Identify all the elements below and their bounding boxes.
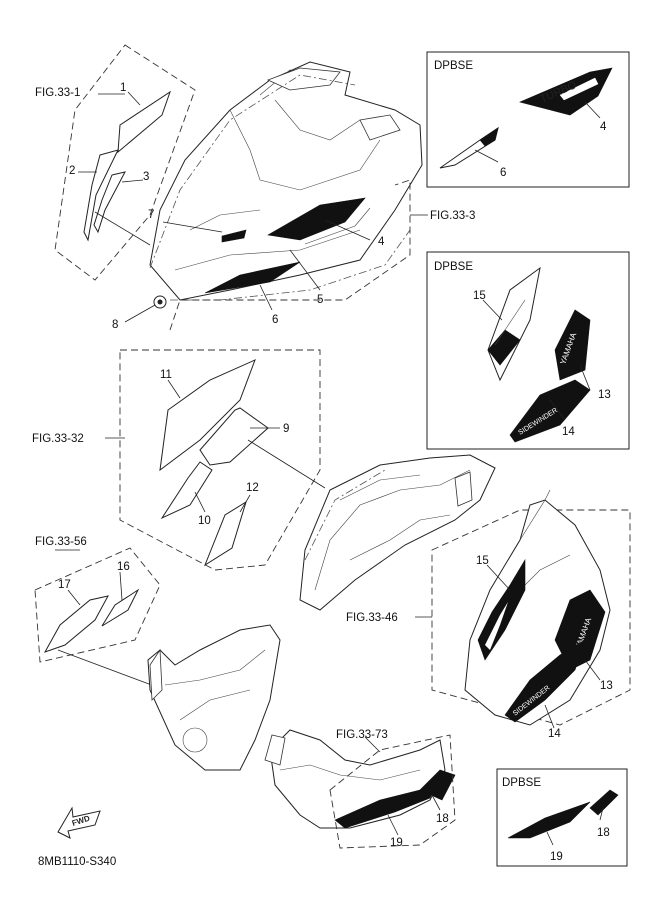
callout-18: 18 [436, 813, 449, 825]
fig-33-56-ref: FIG.33-56 [35, 536, 87, 548]
callout-10: 10 [198, 515, 211, 527]
decal-17 [43, 595, 109, 653]
decal-15-on-cowl [477, 558, 526, 661]
decal-1 [117, 90, 171, 154]
decal-6-on-hood [204, 261, 301, 294]
callout-7: 7 [148, 209, 154, 221]
fig-33-46-ref: FIG.33-46 [346, 612, 398, 624]
box1-callout-6: 6 [500, 167, 506, 179]
decal-7-on-hood [221, 229, 247, 243]
decal-18-on-belly [419, 769, 456, 801]
decal-11 [159, 359, 256, 472]
fwd-arrow-icon: FWD [57, 806, 101, 839]
callout-19: 19 [390, 837, 403, 849]
decal-15-dpbse [487, 266, 541, 382]
callout-1: 1 [120, 82, 126, 94]
drawing-code: 8MB1110-S340 [38, 856, 116, 868]
decal-16 [101, 588, 140, 627]
box2-callout-15: 15 [473, 290, 486, 302]
callout-4: 4 [378, 236, 385, 248]
box2-callout-13: 13 [598, 389, 611, 401]
lower-front-panel [147, 624, 281, 771]
box3-callout-19: 19 [550, 851, 563, 863]
group-fig-33-73: FIG.33-73 18 19 [264, 729, 456, 849]
fig-33-3-ref: FIG.33-3 [430, 210, 475, 222]
decal-14-on-cowl [504, 639, 586, 723]
decal-12 [203, 500, 247, 567]
decal-4-dpbse [519, 67, 613, 116]
fig-33-32-ref: FIG.33-32 [32, 433, 84, 445]
callout-5: 5 [317, 294, 323, 306]
box3-callout-18: 18 [597, 827, 610, 839]
decal-19-dpbse [507, 801, 591, 839]
group-fig-33-56: FIG.33-56 17 16 [34, 536, 166, 691]
callout-11: 11 [160, 369, 172, 381]
callout-13: 13 [600, 680, 613, 692]
fig-33-73-ref: FIG.33-73 [336, 729, 388, 741]
callout-2: 2 [69, 165, 75, 177]
fig-33-1-ref: FIG.33-1 [35, 87, 80, 99]
callout-16: 16 [117, 561, 130, 573]
group-fig-33-32: FIG.33-32 11 9 10 12 [32, 349, 326, 571]
callout-6: 6 [272, 314, 278, 326]
variant-box-3-title: DPBSE [502, 777, 541, 789]
variant-box-3: DPBSE 18 19 [496, 768, 628, 867]
callout-9: 9 [283, 423, 289, 435]
group-fig-33-46: FIG.33-46 YAMAHA SIDEWINDER 15 13 14 [346, 489, 631, 740]
variant-box-2-title: DPBSE [434, 261, 473, 273]
callout-15: 15 [476, 555, 489, 567]
decal-13-dpbse [554, 309, 591, 381]
decal-2 [83, 149, 119, 242]
decal-10 [160, 461, 213, 520]
group-fig-33-3: FIG.33-3 4 5 6 7 8 [112, 179, 475, 331]
box2-callout-14: 14 [562, 426, 575, 438]
callout-8: 8 [112, 319, 118, 331]
callout-3: 3 [143, 171, 149, 183]
callout-17: 17 [58, 579, 71, 591]
group-fig-33-1: FIG.33-1 1 2 3 [35, 44, 196, 281]
decal-3 [93, 171, 126, 234]
upper-hood-assembly [149, 61, 423, 309]
callout-12: 12 [246, 482, 259, 494]
callout-14: 14 [548, 728, 561, 740]
side-panel-assembly [299, 454, 496, 611]
variant-box-2: DPBSE YAMAHA SIDEWINDER 15 13 14 [426, 251, 630, 450]
box1-callout-4: 4 [600, 121, 607, 133]
decal-4-on-hood [267, 197, 366, 241]
decal-18-dpbse [589, 789, 619, 816]
variant-box-1: DPBSE TURBO 4 6 [426, 51, 630, 188]
variant-box-1-title: DPBSE [434, 60, 473, 72]
